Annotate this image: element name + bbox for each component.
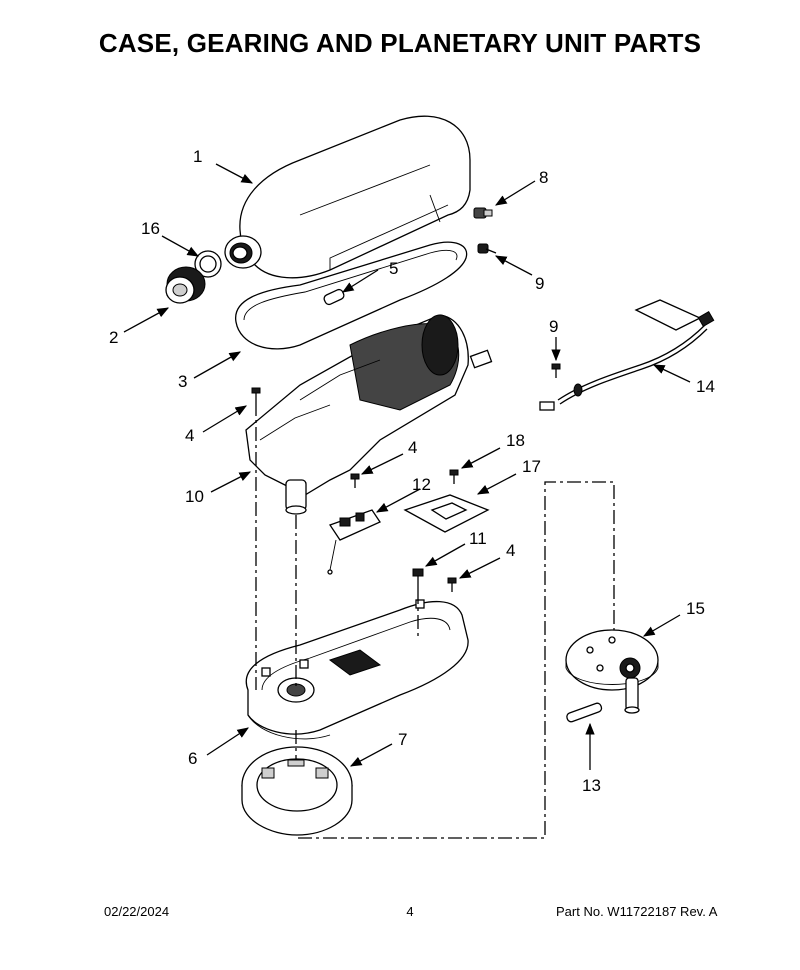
case-cover-icon [224, 115, 471, 279]
callout-15: 15 [686, 599, 705, 618]
circuit-board-icon [327, 509, 381, 575]
screw-4-mid-icon [350, 473, 360, 488]
trim-band-icon [235, 241, 468, 350]
leader-lines [123, 163, 691, 770]
footer-part-number: Part No. W11722187 Rev. A [556, 904, 718, 919]
callout-1: 1 [193, 147, 202, 166]
callout-4-low: 4 [506, 541, 515, 560]
callout-14: 14 [696, 377, 715, 396]
callout-5: 5 [389, 259, 398, 278]
screw-9-icon [477, 243, 497, 254]
screw-18-icon [449, 469, 459, 484]
callout-16: 16 [141, 219, 160, 238]
screw-8-icon [473, 207, 493, 219]
screw-4-low-icon [447, 577, 457, 592]
callout-10: 10 [185, 487, 204, 506]
assembly-lines [255, 402, 615, 839]
hub-ring-icon [194, 250, 222, 278]
footer-page-number: 4 [406, 904, 414, 919]
callout-7: 7 [398, 730, 407, 749]
callout-2: 2 [109, 328, 118, 347]
screw-9-cord-icon [551, 363, 561, 378]
screw-11-icon [412, 568, 424, 590]
gasket-plate-icon [403, 494, 490, 533]
page-title: CASE, GEARING AND PLANETARY UNIT PARTS [98, 28, 702, 58]
hub-cover-icon [165, 266, 206, 304]
callout-9-cord: 9 [549, 317, 558, 336]
callout-8: 8 [539, 168, 548, 187]
pin-icon [566, 702, 603, 723]
callout-17: 17 [522, 457, 541, 476]
callout-13: 13 [582, 776, 601, 795]
base-pad-icon [241, 746, 353, 836]
planetary-unit-icon [565, 629, 659, 714]
screw-4-top-icon [251, 387, 261, 402]
callout-18: 18 [506, 431, 525, 450]
callout-3: 3 [178, 372, 187, 391]
gear-housing-icon [245, 314, 493, 515]
callout-11: 11 [469, 529, 487, 548]
power-cord-icon [539, 299, 715, 411]
footer-date: 02/22/2024 [104, 904, 170, 919]
base-plate-icon [245, 599, 469, 740]
callout-4-top: 4 [185, 426, 194, 445]
callout-12: 12 [412, 475, 431, 494]
callout-9-top: 9 [535, 274, 544, 293]
callout-6: 6 [188, 749, 197, 768]
callout-labels: 1 8 16 5 9 2 3 9 14 4 4 18 10 12 17 11 4… [109, 147, 715, 795]
callout-4-mid: 4 [408, 438, 417, 457]
bushing-icon [323, 288, 345, 306]
